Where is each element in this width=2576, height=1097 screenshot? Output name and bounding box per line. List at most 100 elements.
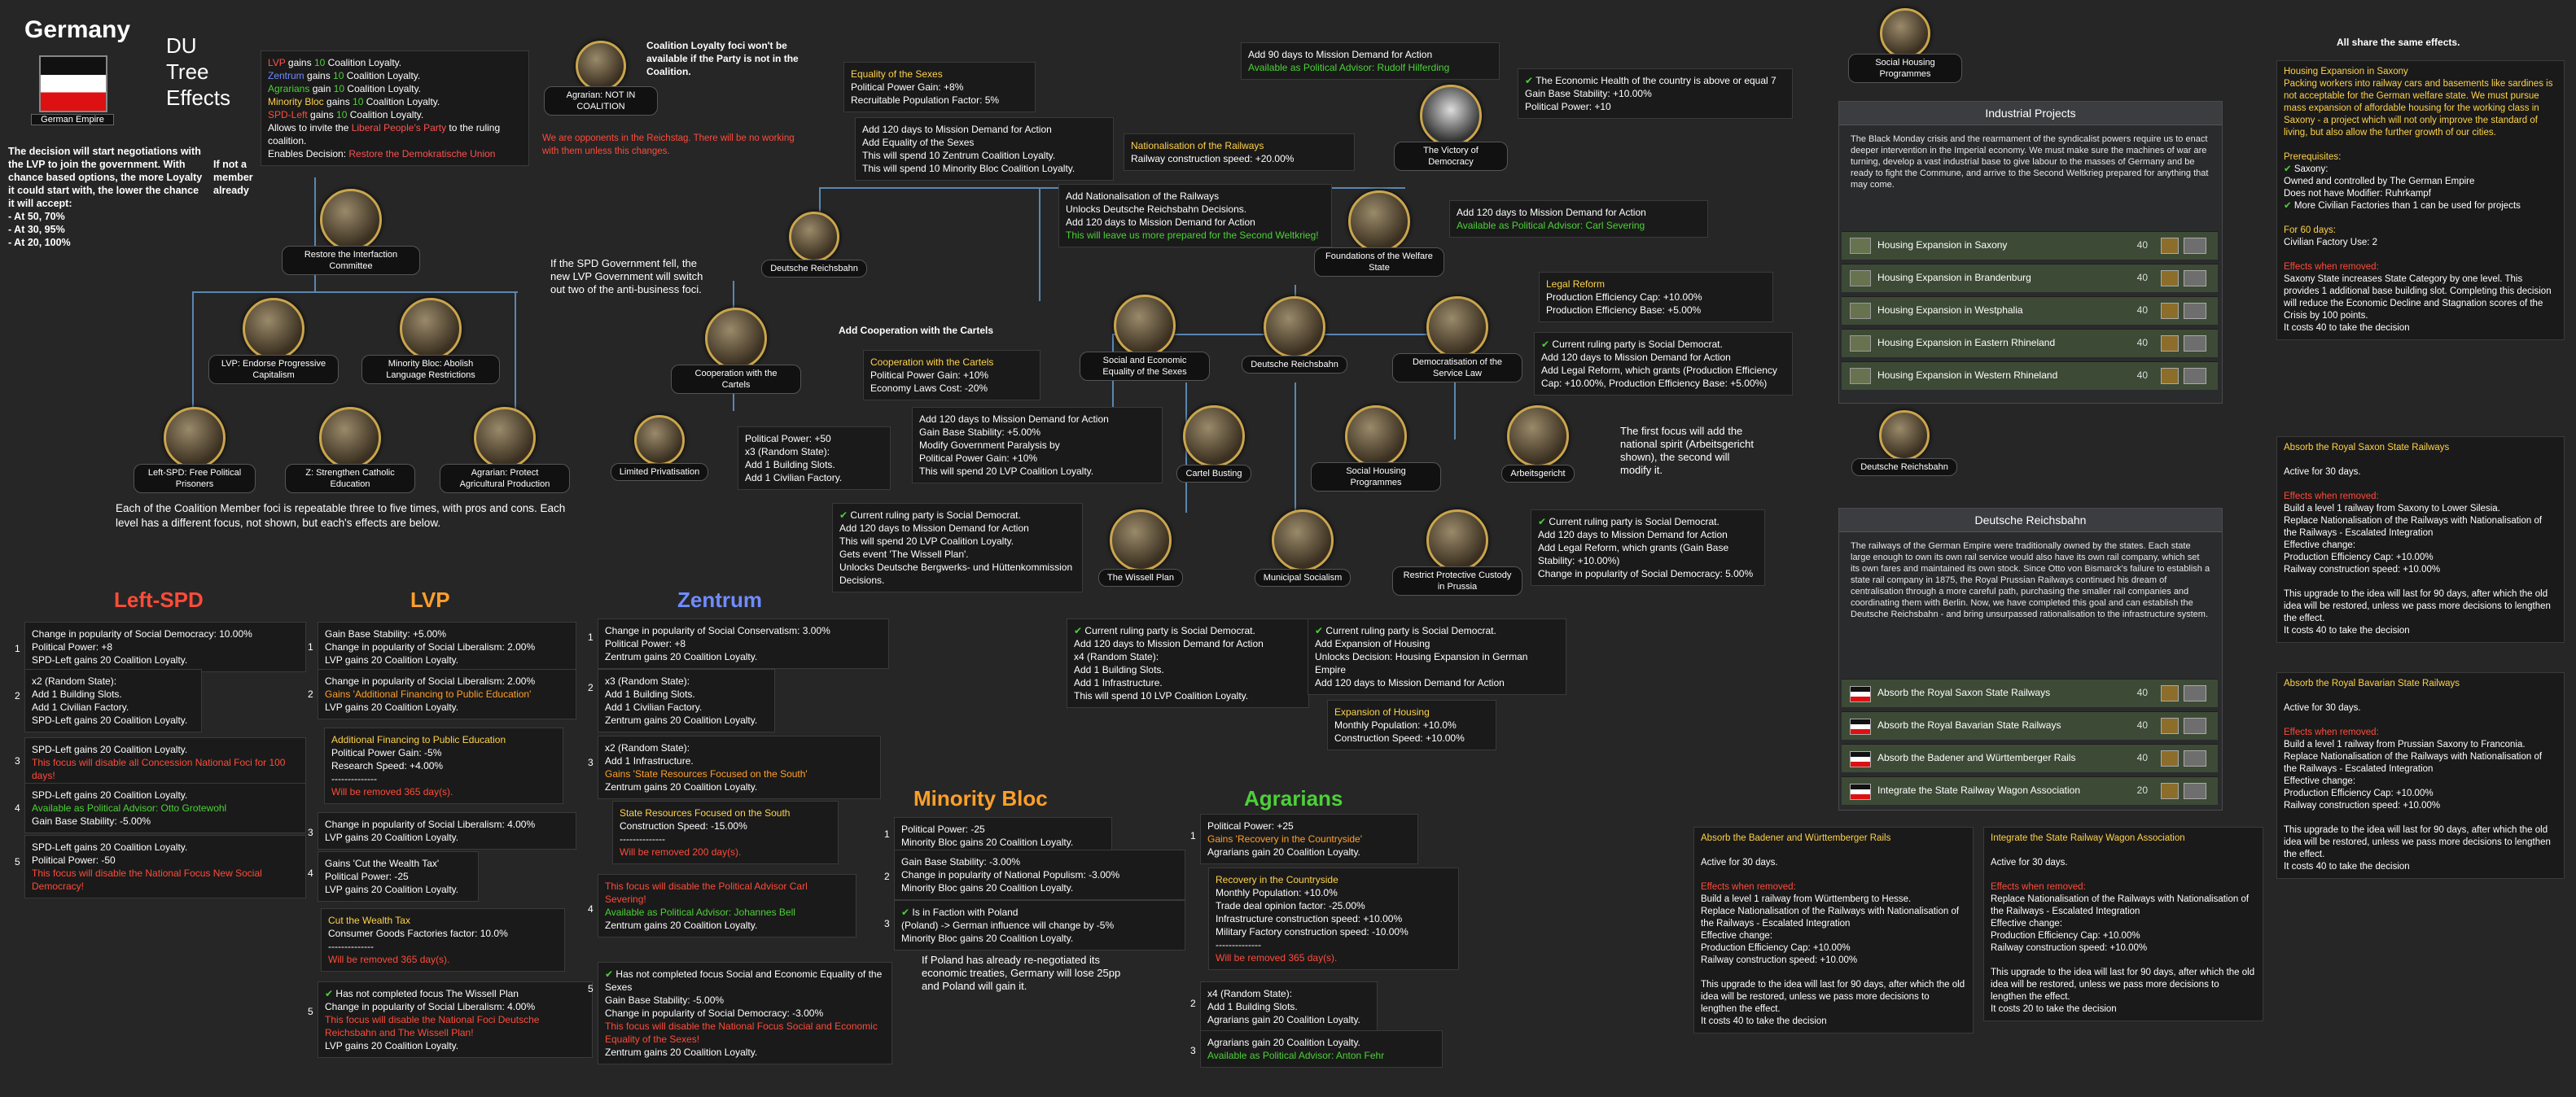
focus-icon — [319, 407, 381, 469]
focus-icon — [705, 308, 767, 369]
focus-icon — [1264, 296, 1325, 358]
legal-tip: Legal Reform Production Efficiency Cap: … — [1539, 272, 1773, 322]
focus-icon — [1426, 296, 1488, 358]
focus-icon — [1114, 295, 1176, 356]
take-decision-button[interactable] — [2184, 368, 2206, 384]
zentrum-item-4: This focus will disable the Political Ad… — [598, 874, 856, 937]
focus-limited-privatisation[interactable]: Limited Privatisation — [594, 415, 725, 481]
leftspd-item-5: SPD-Left gains 20 Coalition Loyalty.Poli… — [24, 835, 306, 898]
focus-deutsche-reichsbahn-right[interactable]: Deutsche Reichsbahn — [1843, 410, 1965, 476]
take-decision-button[interactable] — [2184, 750, 2206, 767]
take-decision-button[interactable] — [2184, 718, 2206, 734]
decision-name: Integrate the State Railway Wagon Associ… — [1877, 785, 2080, 796]
focus-restore-interfaction[interactable]: Restore the Interfaction Committee — [282, 189, 420, 275]
decision-row[interactable]: Housing Expansion in Saxony 40 — [1842, 231, 2218, 260]
econ-health-box: ✔ The Economic Health of the country is … — [1518, 68, 1793, 119]
decision-cost: 40 — [2137, 369, 2148, 381]
decision-row[interactable]: Integrate the State Railway Wagon Associ… — [1842, 776, 2218, 805]
focus-icon — [1348, 190, 1410, 252]
tree-connector — [819, 187, 821, 212]
leftspd-item-3: SPD-Left gains 20 Coalition Loyalty.This… — [24, 737, 306, 788]
decision-cost: 40 — [2137, 272, 2148, 283]
decision-name: Absorb the Badener and Württemberger Rai… — [1877, 752, 2075, 763]
german-flag-icon — [1850, 751, 1871, 767]
decision-cost: 20 — [2137, 785, 2148, 796]
focus-agrarian-not-in-coalition[interactable]: Agrarian: NOT IN COALITION — [544, 41, 658, 116]
focus-municipal-socialism[interactable]: Municipal Socialism — [1238, 509, 1368, 587]
focus-victory-democracy[interactable]: The Victory of Democracy — [1394, 85, 1508, 171]
rail-decision-tip: Absorb the Badener and Württemberger Rai… — [1693, 827, 1974, 1034]
mission-top: Add 90 days to Mission Demand for Action… — [1241, 42, 1500, 80]
focus-zentrum-education[interactable]: Z: Strengthen Catholic Education — [285, 407, 415, 493]
political-power-icon — [2161, 368, 2179, 384]
focus-icon — [400, 298, 462, 360]
focus-arbeitsgericht[interactable]: Arbeitsgericht — [1477, 405, 1599, 483]
focus-lvp-capitalism[interactable]: LVP: Endorse Progressive Capitalism — [208, 298, 339, 384]
focus-minority-language[interactable]: Minority Bloc: Abolish Language Restrict… — [361, 298, 500, 384]
housing-box: ✔ Current ruling party is Social Democra… — [1308, 618, 1566, 695]
german-flag-icon — [1850, 686, 1871, 702]
german-flag-icon — [1850, 719, 1871, 735]
take-decision-button[interactable] — [2184, 238, 2206, 254]
welfare-mission: Add 120 days to Mission Demand for Actio… — [1449, 200, 1708, 238]
decision-name: Housing Expansion in Western Rhineland — [1877, 369, 2057, 381]
take-decision-button[interactable] — [2184, 783, 2206, 799]
focus-icon — [1345, 405, 1407, 467]
zentrum-item-5: ✔ Has not completed focus Social and Eco… — [598, 962, 892, 1064]
focus-icon — [1110, 509, 1172, 571]
focus-deutsche-reichsbahn-left[interactable]: Deutsche Reichsbahn — [749, 212, 879, 278]
decision-row[interactable]: Housing Expansion in Brandenburg 40 — [1842, 264, 2218, 292]
legal-add: ✔ Current ruling party is Social Democra… — [1534, 332, 1793, 396]
focus-wissell-plan[interactable]: The Wissell Plan — [1080, 509, 1202, 587]
focus-icon — [1507, 405, 1569, 467]
title-line: Tree — [166, 59, 230, 85]
decision-row[interactable]: Housing Expansion in Western Rhineland 4… — [1842, 361, 2218, 390]
focus-leftspd-prisoners[interactable]: Left-SPD: Free Political Prisoners — [134, 407, 256, 493]
decision-name: Absorb the Royal Bavarian State Railways — [1877, 719, 2061, 731]
focus-welfare-state[interactable]: Foundations of the Welfare State — [1314, 190, 1444, 277]
housing-icon — [1850, 238, 1871, 254]
rail-nat-tip: Nationalisation of the Railways Railway … — [1124, 133, 1355, 171]
decision-cost: 40 — [2137, 337, 2148, 348]
decision-cost: 40 — [2137, 719, 2148, 731]
focus-social-equality[interactable]: Social and Economic Equality of the Sexe… — [1080, 295, 1210, 381]
decision-name: Absorb the Royal Saxon State Railways — [1877, 687, 2050, 698]
focus-agrarian-production[interactable]: Agrarian: Protect Agricultural Productio… — [440, 407, 570, 493]
political-power-icon — [2161, 238, 2179, 254]
focus-restrict-custody[interactable]: Restrict Protective Custody in Prussia — [1392, 509, 1522, 596]
decision-row[interactable]: Absorb the Royal Saxon State Railways 40 — [1842, 679, 2218, 707]
take-decision-button[interactable] — [2184, 270, 2206, 286]
focus-democratisation[interactable]: Democratisation of the Service Law — [1392, 296, 1522, 382]
political-power-icon — [2161, 335, 2179, 352]
decision-name: Housing Expansion in Saxony — [1877, 239, 2007, 251]
focus-icon — [1879, 410, 1930, 461]
focus-social-housing[interactable]: Social Housing Programmes — [1311, 405, 1441, 492]
focus-deutsche-reichsbahn-mid[interactable]: Deutsche Reichsbahn — [1229, 296, 1360, 374]
decision-row[interactable]: Housing Expansion in Westphalia 40 — [1842, 296, 2218, 325]
decision-cost: 40 — [2137, 687, 2148, 698]
take-decision-button[interactable] — [2184, 303, 2206, 319]
take-decision-button[interactable] — [2184, 335, 2206, 352]
focus-cooperation-cartels[interactable]: Cooperation with the Cartels — [671, 308, 801, 394]
housing-icon — [1850, 368, 1871, 384]
focus-social-housing-right[interactable]: Social Housing Programmes — [1848, 8, 1962, 83]
flag-image — [39, 55, 107, 112]
decision-row[interactable]: Absorb the Royal Bavarian State Railways… — [1842, 711, 2218, 740]
focus-icon — [320, 189, 382, 251]
political-power-icon — [2161, 685, 2179, 701]
agrarian-item-3: Agrarians gain 20 Coalition Loyalty.Avai… — [1200, 1030, 1443, 1068]
take-decision-button[interactable] — [2184, 685, 2206, 701]
housing-icon — [1850, 335, 1871, 352]
focus-cartel-busting[interactable]: Cartel Busting — [1153, 405, 1275, 483]
tree-connector — [1295, 382, 1296, 513]
decision-row[interactable]: Housing Expansion in Eastern Rhineland 4… — [1842, 329, 2218, 357]
decision-row[interactable]: Absorb the Badener and Württemberger Rai… — [1842, 744, 2218, 772]
agrarian-note-text: Coalition Loyalty foci won't be availabl… — [646, 39, 809, 78]
tree-connector — [1039, 187, 1040, 301]
agrarian-item-1: Political Power: +25Gains 'Recovery in t… — [1200, 814, 1418, 864]
lvp-item-1: Gain Base Stability: +5.00%Change in pop… — [318, 622, 576, 672]
decision-cost: 40 — [2137, 752, 2148, 763]
spd-note: If the SPD Government fell, the new LVP … — [550, 257, 713, 296]
